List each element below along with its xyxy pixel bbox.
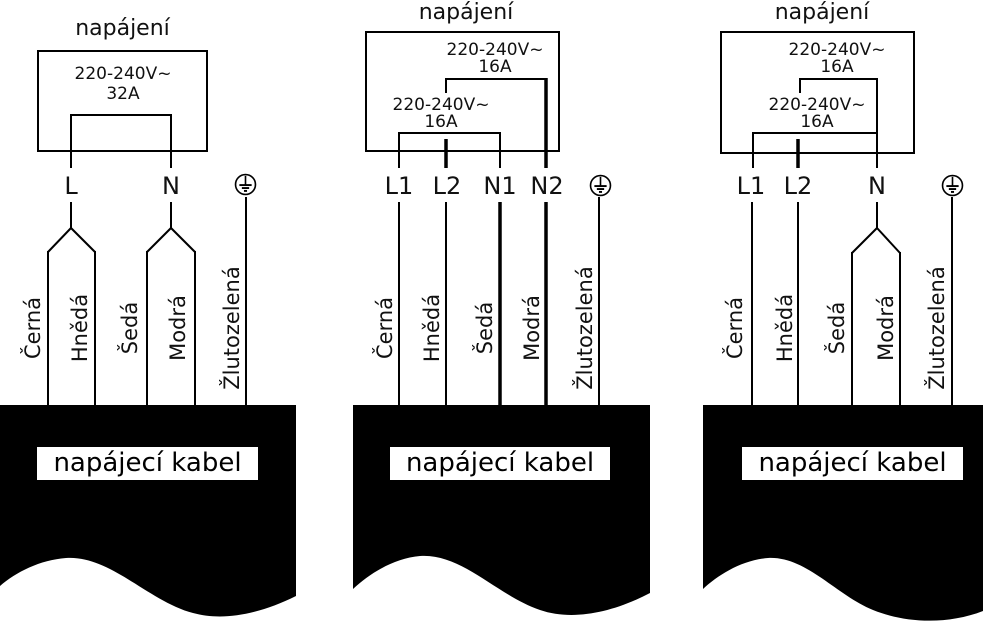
d2-upper-current: 16A [478, 57, 512, 77]
d3-wire-label-brown: Hnědá [773, 293, 797, 363]
d3-wire-label-blue: Modrá [874, 295, 898, 361]
d3-upper-voltage: 220-240V~ [788, 40, 886, 60]
d1-wires [47, 114, 247, 406]
d1-wire-label-yellowgreen: Žlutozelená [220, 266, 244, 390]
d1-L-split-right [70, 227, 96, 253]
d2-supply-box [365, 31, 560, 152]
d1-title: napájení [75, 16, 170, 41]
d1-supply-box [37, 50, 208, 152]
d3-terminal-L2: L2 [783, 172, 813, 200]
d3-terminal-L1: L1 [736, 172, 766, 200]
d2-wire-label-blue: Modrá [520, 295, 544, 361]
d2-cable-label: napájecí kabel [390, 447, 610, 480]
d1-wire-label-grey: Šedá [118, 301, 142, 355]
d3-supply-box [720, 31, 915, 154]
d1-voltage: 220-240V~ [74, 64, 172, 84]
d3-upper-current: 16A [820, 57, 854, 77]
d3-title: napájení [774, 0, 870, 25]
d1-cable-label: napájecí kabel [37, 447, 258, 480]
d1-L-split-left [47, 227, 72, 253]
d2-ground-icon [589, 174, 612, 197]
d2-title: napájení [418, 0, 514, 25]
d2-wires [398, 78, 600, 406]
d1-terminal-L: L [64, 172, 78, 200]
d1-N-split-left [146, 227, 172, 253]
d3-wires [751, 78, 953, 406]
d3-cable-label: napájecí kabel [742, 447, 963, 480]
d2-terminal-L1: L1 [384, 172, 414, 200]
d2-power-cable-shape [353, 405, 650, 615]
d2-wire-label-brown: Hnědá [420, 293, 444, 363]
d2-lower-current: 16A [424, 112, 458, 132]
d1-terminal-N: N [162, 172, 180, 200]
d3-lower-current: 16A [800, 112, 834, 132]
d3-wire-label-black: Černá [723, 296, 747, 360]
d2-terminal-N1: N1 [483, 172, 517, 200]
d3-wire-label-grey: Šedá [825, 301, 849, 355]
d3-wire-label-yellowgreen: Žlutozelená [925, 266, 949, 390]
d3-lower-voltage: 220-240V~ [768, 95, 866, 115]
d1-current: 32A [106, 84, 140, 104]
d3-N-split-left [851, 227, 878, 254]
d2-lower-voltage: 220-240V~ [392, 95, 490, 115]
d2-upper-voltage: 220-240V~ [446, 40, 544, 60]
d1-wire-label-black: Černá [21, 296, 45, 360]
d1-power-cable-shape [0, 405, 296, 617]
d1-ground-icon [234, 173, 257, 196]
d2-wire-label-grey: Šedá [473, 301, 497, 355]
d1-N-split-right [170, 227, 196, 253]
d3-terminal-N: N [868, 172, 886, 200]
d1-wire-label-blue: Modrá [166, 295, 190, 361]
d3-ground-icon [941, 174, 964, 197]
d3-power-cable-shape [703, 405, 983, 621]
d2-wire-label-yellowgreen: Žlutozelená [573, 266, 597, 390]
d3-N-split-right [876, 227, 901, 254]
d2-terminal-N2: N2 [530, 172, 564, 200]
d2-terminal-L2: L2 [432, 172, 462, 200]
d1-wire-label-brown: Hnědá [68, 293, 92, 363]
d2-wire-label-black: Černá [373, 296, 397, 360]
